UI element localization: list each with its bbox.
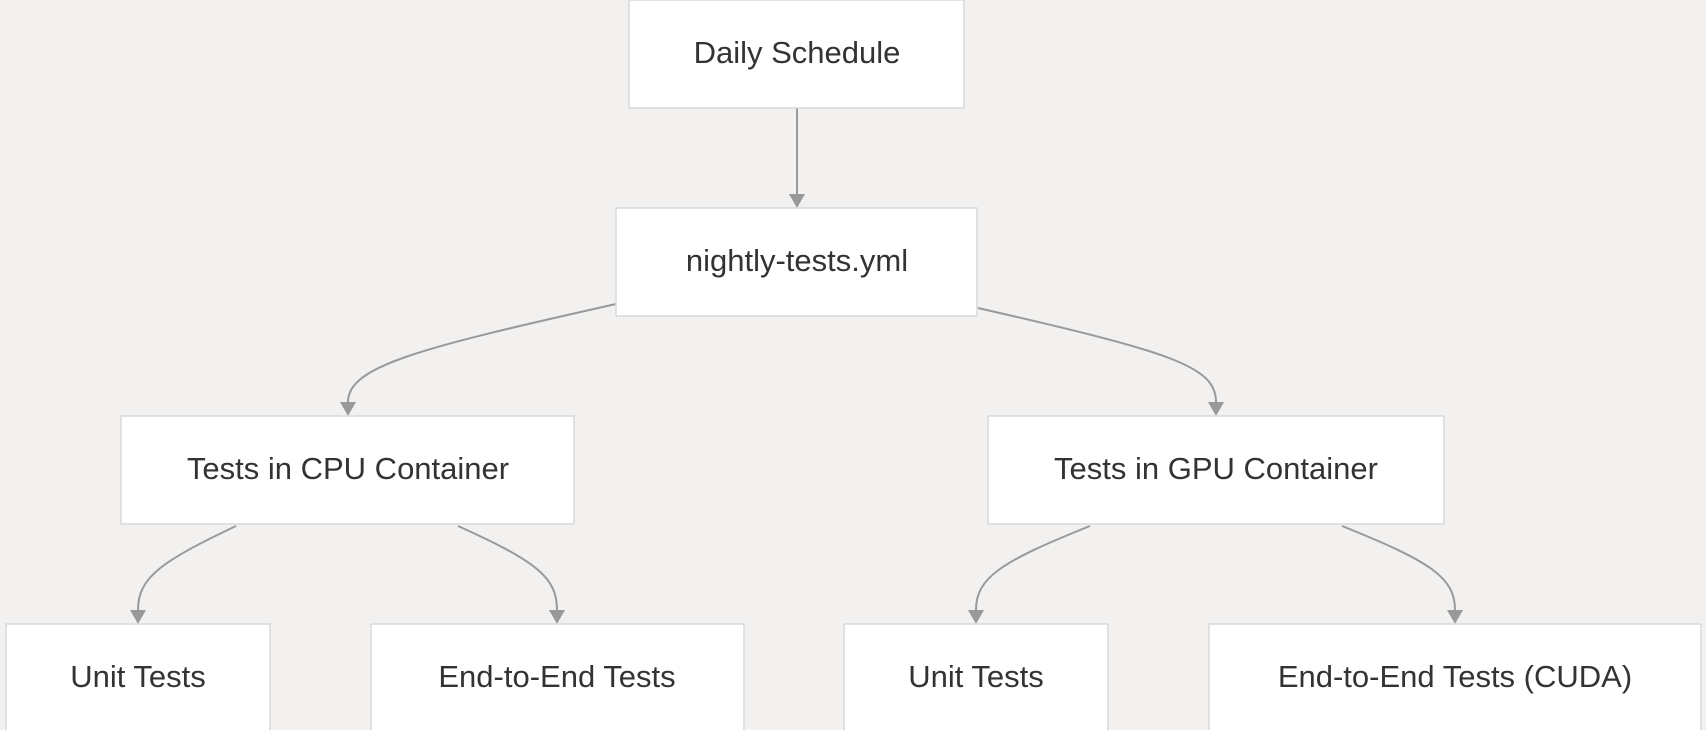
node-label: Tests in CPU Container [187, 451, 509, 486]
node-gpu-container: Tests in GPU Container [987, 415, 1445, 525]
arrow-head [1447, 610, 1463, 624]
node-daily-schedule: Daily Schedule [628, 0, 965, 109]
edges [130, 108, 1463, 624]
node-box [120, 415, 575, 525]
node-label: Unit Tests [70, 659, 206, 694]
node-nightly-tests: nightly-tests.yml [615, 207, 978, 317]
edge-gpu-to-unit [975, 525, 1091, 611]
arrow-head [968, 610, 984, 624]
edge-gpu-to-e2e [1341, 525, 1456, 611]
node-box [615, 207, 978, 317]
node-label: Unit Tests [908, 659, 1044, 694]
node-label: Daily Schedule [694, 35, 901, 70]
arrow-head [549, 610, 565, 624]
arrow-head [1208, 402, 1224, 416]
node-box [843, 623, 1109, 730]
node-cpu-e2e-tests: End-to-End Tests [370, 623, 745, 730]
node-box [5, 623, 271, 730]
edge-cpu-to-e2e [457, 525, 558, 611]
arrow-head [789, 194, 805, 208]
edge-nightly-to-cpu [347, 303, 617, 403]
node-gpu-e2e-tests: End-to-End Tests (CUDA) [1208, 623, 1702, 730]
edge-cpu-to-unit [137, 525, 237, 611]
arrow-head [130, 610, 146, 624]
node-label: nightly-tests.yml [686, 243, 908, 278]
node-gpu-unit-tests: Unit Tests [843, 623, 1109, 730]
node-box [987, 415, 1445, 525]
node-cpu-unit-tests: Unit Tests [5, 623, 271, 730]
edge-nightly-to-gpu [977, 307, 1217, 403]
node-cpu-container: Tests in CPU Container [120, 415, 575, 525]
node-label: End-to-End Tests [438, 659, 675, 694]
node-box [1208, 623, 1702, 730]
node-label: End-to-End Tests (CUDA) [1278, 659, 1632, 694]
node-box [370, 623, 745, 730]
node-label: Tests in GPU Container [1054, 451, 1378, 486]
arrow-head [340, 402, 356, 416]
node-box [628, 0, 965, 109]
